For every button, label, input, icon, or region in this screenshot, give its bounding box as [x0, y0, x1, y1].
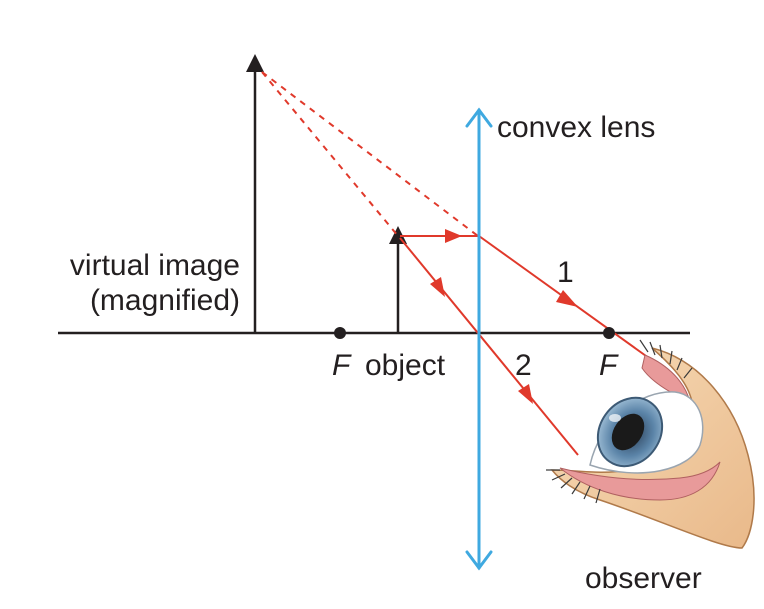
label-ray-1: 1 [557, 256, 574, 289]
focal-point-left [334, 327, 346, 339]
convex-lens [465, 107, 493, 571]
virtual-ray-extensions [261, 71, 479, 237]
label-ray-2: 2 [515, 349, 532, 382]
virtual-image-arrow [246, 54, 264, 333]
label-object: object [365, 349, 446, 382]
observer-eye-icon [546, 339, 755, 549]
ray-2-arrowhead-b [518, 384, 533, 404]
label-magnified: (magnified) [90, 284, 240, 317]
label-convex-lens: convex lens [497, 111, 655, 144]
focal-point-right [603, 327, 615, 339]
label-virtual-image: virtual image [70, 249, 240, 282]
ray-2 [399, 237, 579, 456]
label-focal-left: F [332, 349, 352, 382]
ray-1-arrowhead-b [556, 290, 578, 307]
ray-2-arrowhead-a [430, 277, 445, 297]
label-focal-right: F [599, 349, 619, 382]
label-observer: observer [585, 562, 702, 595]
ray-1 [400, 235, 661, 367]
ray-1-arrowhead-a [445, 229, 462, 243]
